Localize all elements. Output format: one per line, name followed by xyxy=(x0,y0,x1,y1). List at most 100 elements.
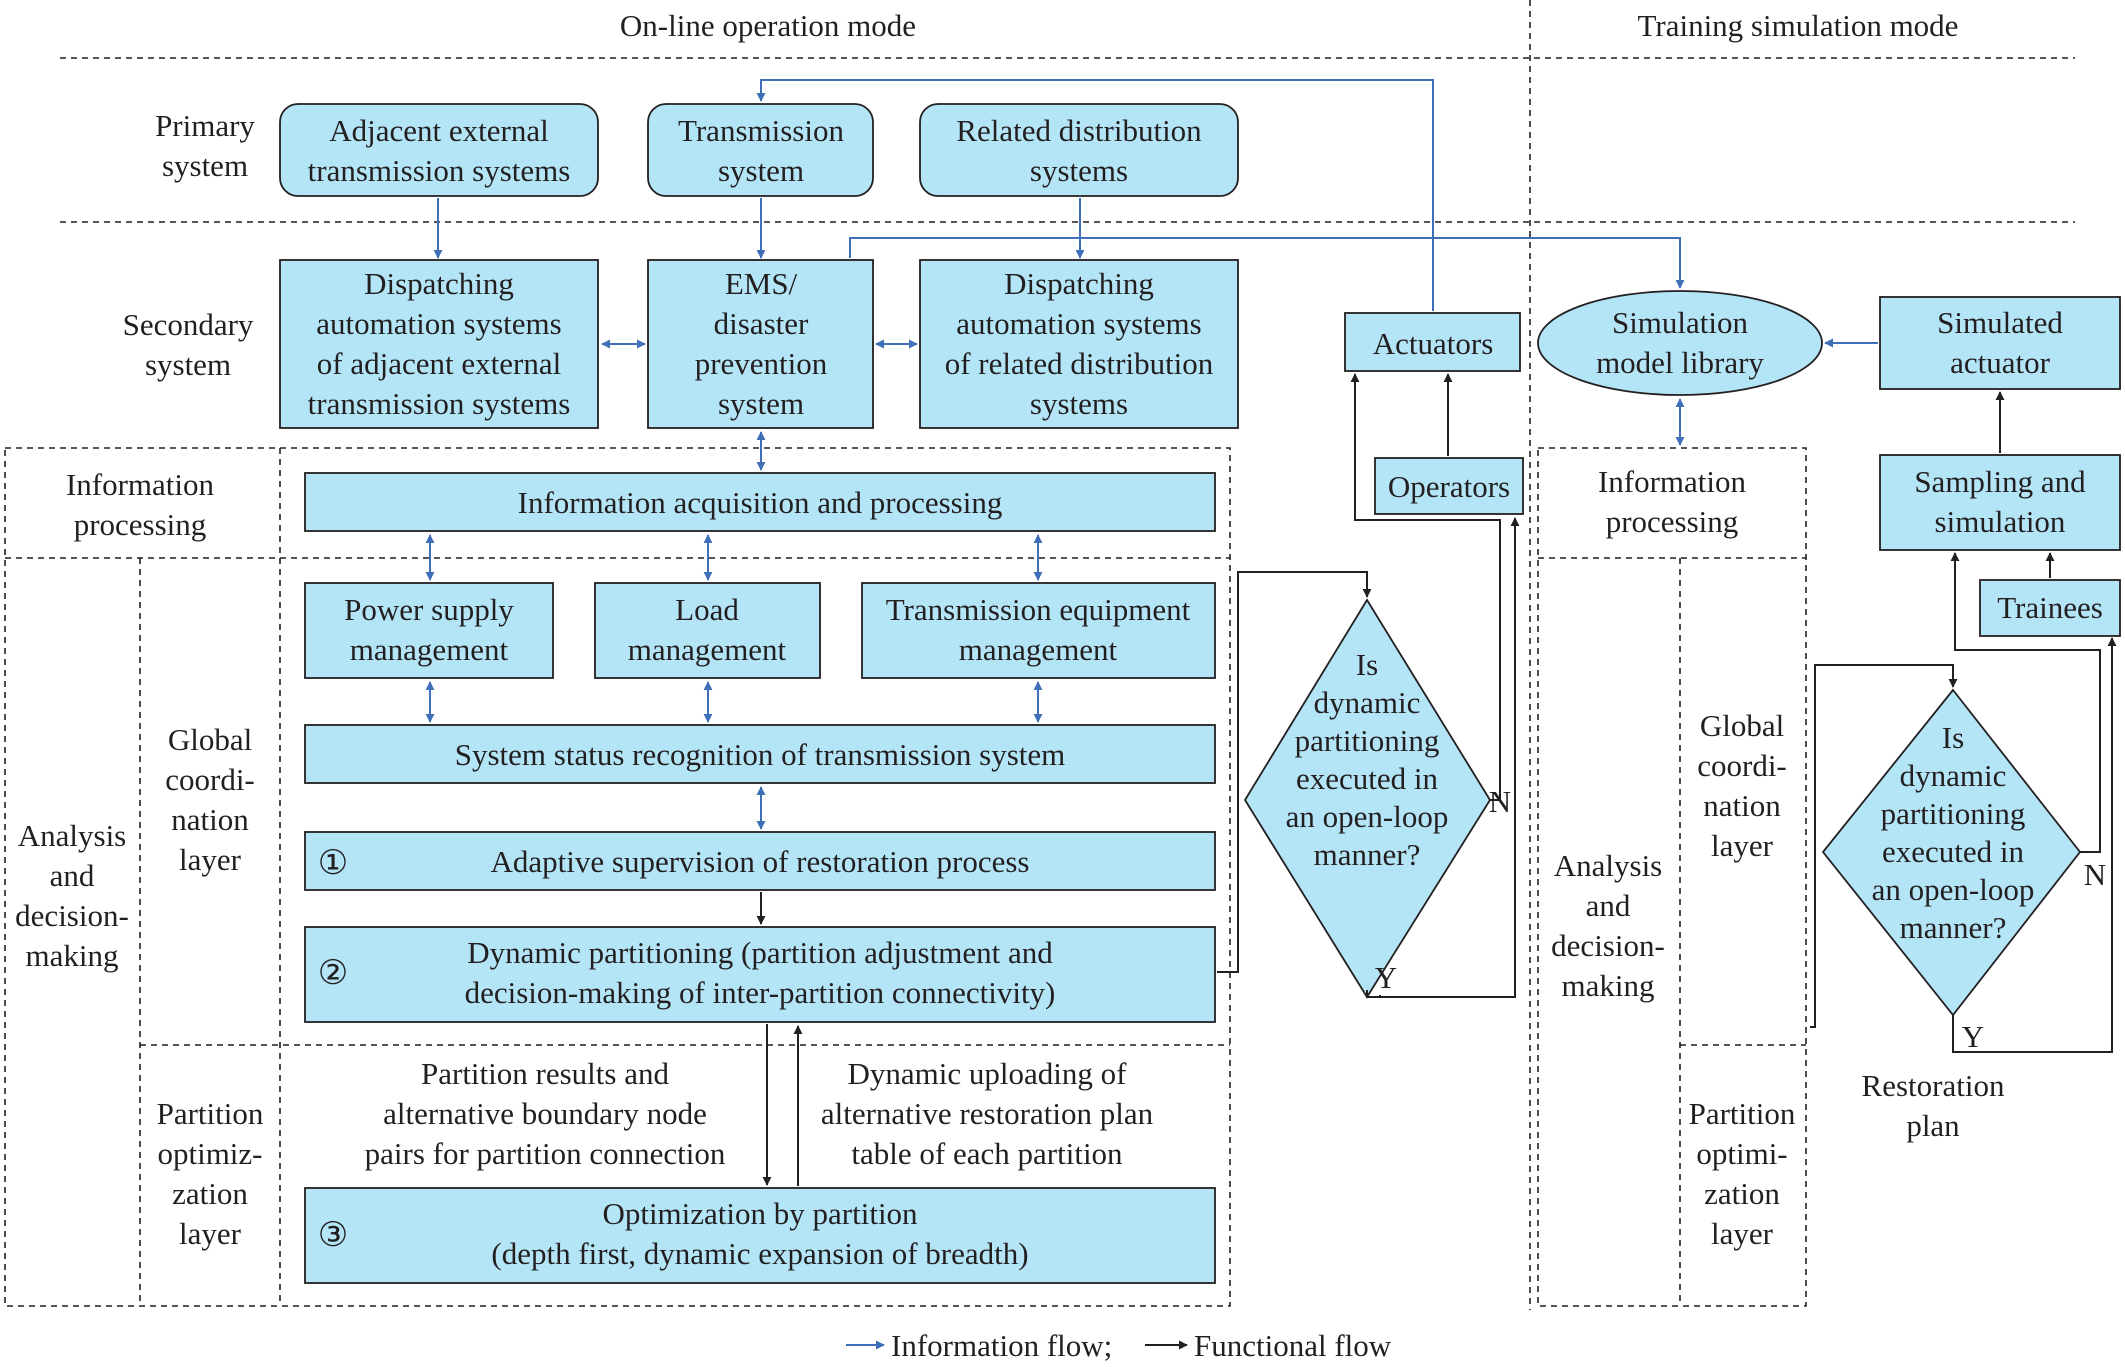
simulation-library-ellipse xyxy=(1537,290,1823,396)
actuators-box xyxy=(1344,312,1521,372)
online-mode-title: On-line operation mode xyxy=(620,8,916,43)
partition-layer-label-line: layer xyxy=(179,1216,242,1251)
training-decision-text-line: executed in xyxy=(1882,834,2025,869)
online-decision-text-line: manner? xyxy=(1314,837,1421,872)
global-layer-label-line: layer xyxy=(179,842,242,877)
related-distribution-label-line: systems xyxy=(1030,153,1128,188)
info-acquisition-label: Information acquisition and processing xyxy=(518,485,1003,520)
analysis-label-line: decision- xyxy=(15,898,129,933)
trainees-label: Trainees xyxy=(1997,590,2103,625)
global-layer-label-line: Global xyxy=(168,722,252,757)
status-recognition-label-line: System status recognition of transmissio… xyxy=(455,737,1066,772)
info-acquisition-label-line: Information acquisition and processing xyxy=(518,485,1003,520)
transmission-equip-mgmt-label-line: management xyxy=(959,632,1118,667)
dispatch-adjacent-box xyxy=(279,259,599,429)
simulated-actuator-label-line: actuator xyxy=(1950,345,2051,380)
analysis-label-line: Analysis xyxy=(18,818,127,853)
training-partition-layer-label-line: zation xyxy=(1704,1176,1780,1211)
restoration-plan-note-line: Restoration xyxy=(1862,1068,2005,1103)
training-decision-text-line: an open-loop xyxy=(1872,872,2035,907)
simulated-actuator-box xyxy=(1879,296,2121,390)
training-global-layer-label-line: nation xyxy=(1703,788,1781,823)
training-decision-text-line: dynamic xyxy=(1900,758,2007,793)
step-number-1: ① xyxy=(318,845,348,882)
training-partition-layer-label-line: optimi- xyxy=(1696,1136,1787,1171)
dashed-frames xyxy=(4,0,2075,1310)
operators-label: Operators xyxy=(1388,469,1510,504)
trainees-label-line: Trainees xyxy=(1997,590,2103,625)
partition-layer-label: Partition optimiz-zation layer xyxy=(157,1096,264,1251)
dispatch-adjacent-label-line: transmission systems xyxy=(308,386,571,421)
dispatch-related-label-line: Dispatching xyxy=(1004,266,1154,301)
transmission-system-label: Transmission system xyxy=(678,113,844,188)
ems-label-line: system xyxy=(718,386,804,421)
dispatch-adjacent-label-line: automation systems xyxy=(316,306,561,341)
primary-system-label-line: system xyxy=(162,148,248,183)
partition-results-note-line: Partition results and xyxy=(421,1056,669,1091)
dispatch-related-label-line: of related distribution xyxy=(945,346,1214,381)
legend-functional-flow-label: Functional flow xyxy=(1194,1328,1392,1363)
online-decision-text-line: executed in xyxy=(1296,761,1439,796)
dynamic-uploading-note-line: table of each partition xyxy=(851,1136,1123,1171)
training-global-layer-label-line: Global xyxy=(1700,708,1784,743)
ems-box xyxy=(647,259,874,429)
related-distribution-label-line: Related distribution xyxy=(956,113,1202,148)
training-decision-text-line: manner? xyxy=(1900,910,2007,945)
optimization-label: Optimization by partition(depth first, d… xyxy=(491,1196,1028,1271)
related-distribution-box xyxy=(919,103,1239,197)
partition-layer-label-line: optimiz- xyxy=(157,1136,262,1171)
operators-box xyxy=(1374,457,1524,515)
status-recognition-label: System status recognition of transmissio… xyxy=(455,737,1066,772)
online-decision-text-line: dynamic xyxy=(1314,685,1421,720)
online-no-label: N xyxy=(1489,784,1511,819)
sampling-simulation-label-line: Sampling and xyxy=(1914,464,2086,499)
transmission-system-label-line: system xyxy=(718,153,804,188)
power-supply-mgmt-label-line: Power supply xyxy=(344,592,514,627)
transmission-equip-mgmt-box xyxy=(861,582,1216,679)
adaptive-supervision-box xyxy=(304,831,1216,891)
online-decision-text-line: partitioning xyxy=(1295,723,1440,758)
training-analysis-label-line: and xyxy=(1586,888,1631,923)
simulation-library-label-line: model library xyxy=(1596,345,1764,380)
ems-label-line: disaster xyxy=(714,306,809,341)
dynamic-uploading-note-line: Dynamic uploading of xyxy=(848,1056,1128,1091)
dynamic-uploading-note-line: alternative restoration plan xyxy=(821,1096,1154,1131)
training-analysis-label-line: decision- xyxy=(1551,928,1665,963)
load-mgmt-box xyxy=(594,582,821,679)
dynamic-uploading-note: Dynamic uploading of alternative restorat… xyxy=(821,1056,1154,1171)
training-global-layer-label-line: coordi- xyxy=(1697,748,1787,783)
transmission-system-box xyxy=(647,103,874,197)
training-info-processing-label-line: processing xyxy=(1606,504,1739,539)
adaptive-supervision-label: Adaptive supervision of restoration proc… xyxy=(491,844,1030,879)
secondary-system-label-line: system xyxy=(145,347,231,382)
partition-layer-label-line: Partition xyxy=(157,1096,264,1131)
partition-layer-label-line: zation xyxy=(172,1176,248,1211)
dispatch-adjacent-label-line: of adjacent external xyxy=(317,346,561,381)
transmission-system-label-line: Transmission xyxy=(678,113,844,148)
training-mode-title: Training simulation mode xyxy=(1638,8,1959,43)
global-layer-label-line: coordi- xyxy=(165,762,255,797)
info-processing-label-line: processing xyxy=(74,507,207,542)
optimization-box xyxy=(304,1187,1216,1284)
functional-flow-arrows xyxy=(756,373,2117,1186)
related-distribution-label: Related distribution systems xyxy=(956,113,1202,188)
adjacent-external-box xyxy=(279,103,599,197)
adjacent-external-label-line: transmission systems xyxy=(308,153,571,188)
dynamic-partitioning-box xyxy=(304,926,1216,1023)
training-partition-layer-label-line: Partition xyxy=(1689,1096,1796,1131)
